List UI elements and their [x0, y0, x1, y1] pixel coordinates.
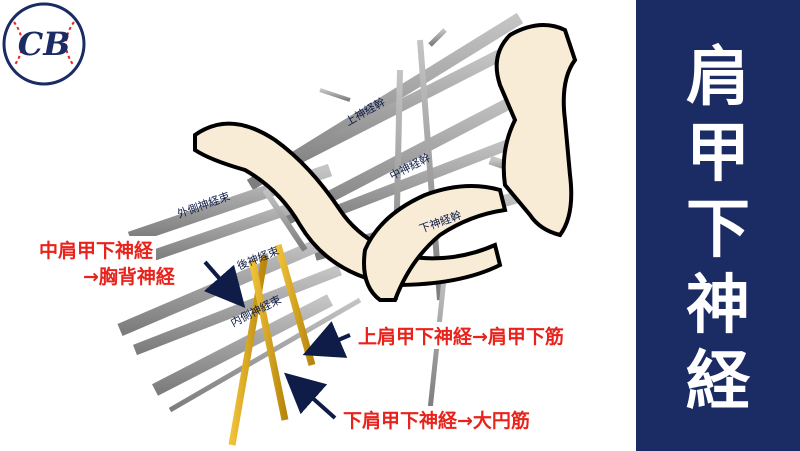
lower-nerve-arrow	[284, 372, 337, 420]
upper-nerve-arrow	[302, 321, 351, 358]
middle-nerve-label-1: 中肩甲下神経	[36, 236, 157, 263]
lower-subscapular-nerve	[248, 259, 289, 421]
title-panel: 肩 甲 下 神 経	[636, 0, 800, 451]
upper-nerve-label: 上肩甲下神経→肩甲下筋	[355, 322, 567, 349]
bundle-stub-3	[319, 88, 351, 102]
middle-nerve-label-2: →胸背神経	[80, 262, 178, 289]
title-char: 経	[686, 345, 750, 419]
scapula-shape	[494, 23, 578, 238]
middle-nerve-arrow	[203, 260, 246, 309]
bundle-stub-4	[428, 28, 447, 47]
lower-nerve-label: 下肩甲下神経→大円筋	[340, 406, 533, 433]
title-char: 下	[686, 193, 750, 267]
title-char: 神	[686, 269, 750, 343]
posterior-cord-bundle-2	[133, 264, 342, 356]
annotation-arrows	[203, 260, 351, 420]
logo-text: CB	[18, 25, 71, 63]
humerus-head-shape	[362, 184, 508, 302]
title-char: 甲	[686, 117, 750, 191]
vertical-branch-4	[262, 188, 308, 252]
lower-branch-bundle	[168, 297, 362, 413]
clavicle-shape	[193, 121, 503, 288]
baseball-icon: CB	[2, 2, 86, 86]
page-title: 肩 甲 下 神 経	[636, 40, 800, 420]
upper-trunk-bundle-2	[262, 49, 503, 181]
title-char: 肩	[686, 41, 750, 115]
